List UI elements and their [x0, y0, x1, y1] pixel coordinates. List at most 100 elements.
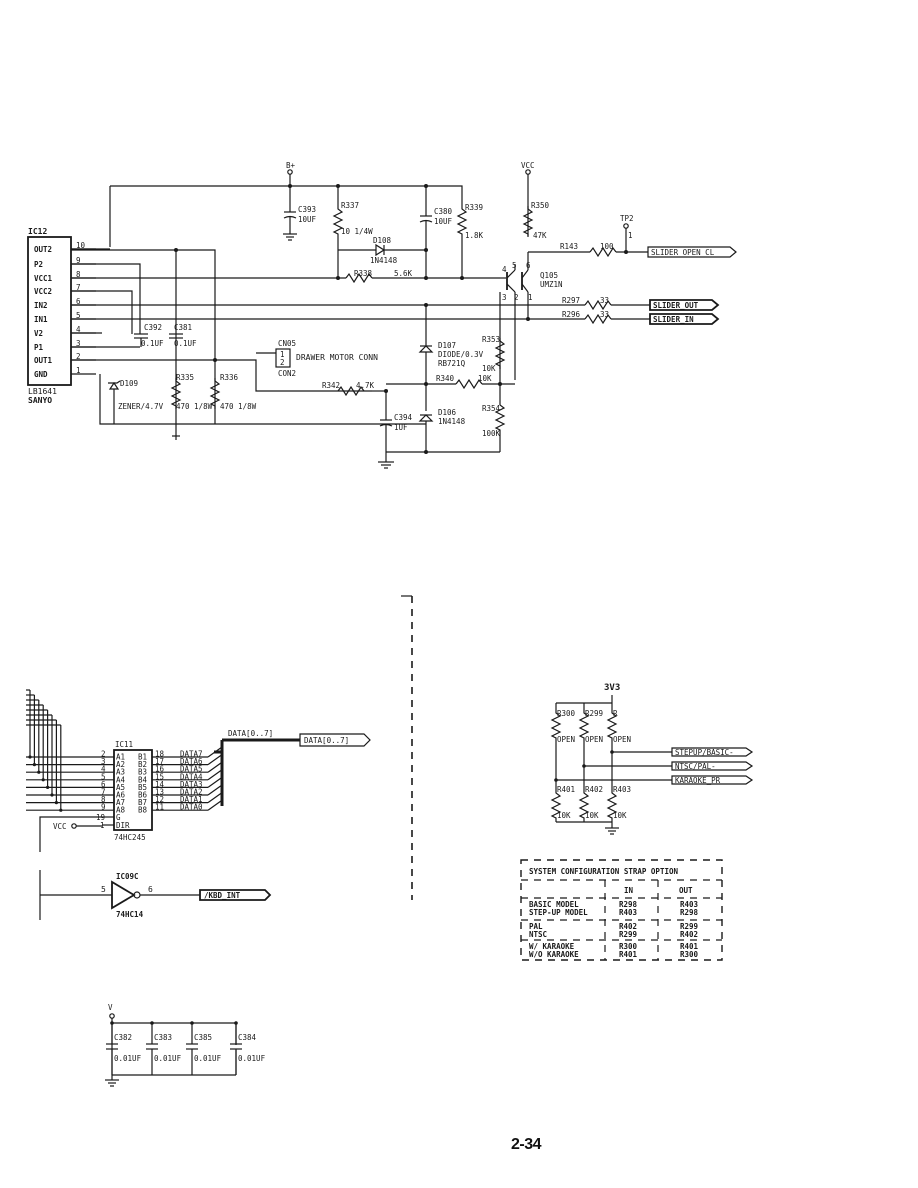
ic11-b-pin-name: B4 [138, 775, 148, 784]
strap-pulldown-ref: R402 [585, 785, 603, 794]
ic11-a-pin-number: 2 [101, 750, 106, 759]
ic12-pin-name: VCC1 [34, 274, 53, 283]
ic12-pin-number: 1 [76, 366, 81, 375]
c392-ref: C392 [144, 323, 162, 332]
bus-entry [207, 769, 223, 781]
bypass-cap-ref: C384 [238, 1033, 257, 1042]
ic12-maker: SANYO [28, 396, 52, 405]
bypass-cap-value: 0.01UF [238, 1054, 266, 1063]
slider-out-port: SLIDER_OUT [649, 299, 720, 311]
c394-ref: C394 [394, 413, 413, 422]
bypass-junction [150, 1021, 154, 1025]
r339-value: 1.8K [465, 231, 484, 240]
strap-pulldown-value: 10K [613, 811, 627, 820]
bypass-cap-ref: C383 [154, 1033, 172, 1042]
q105-ref: Q105 [540, 271, 558, 280]
bus-entry [207, 792, 223, 804]
ic11-a-pin-number: 4 [101, 765, 106, 774]
bypass-cap-ref: C385 [194, 1033, 212, 1042]
strap-signal-label: KARAOKE_PR [675, 776, 721, 785]
strap-row-label: STEP-UP MODEL [529, 908, 588, 917]
q105-pin-3: 3 [502, 293, 507, 302]
r339-ref: R339 [465, 203, 483, 212]
r354-value: 100K [482, 429, 501, 438]
ic09c-out-pin: 6 [148, 885, 153, 894]
ic11-b-pin-number: 14 [155, 780, 165, 789]
strap-table-header-in: IN [624, 886, 634, 895]
ic12-pin-name: GND [34, 370, 48, 379]
ic11-a-pin-number: 3 [101, 757, 106, 766]
bypass-cap-value: 0.01UF [154, 1054, 182, 1063]
strap-row-label: W/ KARAOKE [529, 942, 575, 951]
r337-value: 10 1/4W [341, 227, 373, 236]
r336-value: 470 1/8W [220, 402, 257, 411]
q105-pin-6: 6 [526, 261, 531, 270]
ic12-ref: IC12 [28, 227, 47, 236]
ic11-a-pin-number: 7 [101, 788, 106, 797]
c393-ref: C393 [298, 205, 316, 214]
r337-ref: R337 [341, 201, 359, 210]
bypass-rail-label: V [108, 1003, 113, 1012]
ic11-part: 74HC245 [114, 833, 146, 842]
d106-value: 1N4148 [438, 417, 466, 426]
c393-value: 10UF [298, 215, 317, 224]
d107-value: DIODE/0.3V [438, 350, 484, 359]
cn05-label: DRAWER MOTOR CONN [296, 353, 378, 362]
r342-ref: R342 [322, 381, 340, 390]
slider-open-cl-port: SLIDER_OPEN_CL [647, 246, 737, 258]
q105-pin-5: 5 [512, 261, 517, 270]
ic11-b-pin-number: 12 [155, 795, 164, 804]
ic11-a-pin-name: A3 [116, 768, 125, 777]
ic12-pin-name: V2 [34, 329, 43, 338]
r143-ref: R143 [560, 242, 578, 251]
ic11-data-net: DATA4 [180, 772, 203, 781]
data-bus-port: DATA[0..7] [299, 733, 371, 747]
bus-entry [207, 776, 223, 788]
strap-row-label: PAL [529, 922, 543, 931]
d107-ref: D107 [438, 341, 456, 350]
strap-row-out: R299 [680, 922, 699, 931]
ic11-a-pin-number: 8 [101, 795, 106, 804]
strap-option-table: SYSTEM CONFIGURATION STRAP OPTION IN OUT… [520, 859, 723, 961]
ic12-part: LB1641 [28, 387, 57, 396]
r296-ref: R296 [562, 310, 581, 319]
r340-ref: R340 [436, 374, 455, 383]
ic12-pin-number: 4 [76, 325, 81, 334]
ic11-a-pin-name: A1 [116, 753, 125, 762]
ic09c-in-pin: 5 [101, 885, 106, 894]
c381-value: 0.1UF [174, 339, 197, 348]
ic09c-inverter: 5 6 IC09C 74HC14 /KBD_INT [39, 870, 272, 920]
q105-pin-1: 1 [528, 293, 533, 302]
r336-ref: R336 [220, 373, 239, 382]
ic11-b-pin-number: 15 [155, 772, 164, 781]
rail-3v3-label: 3V3 [604, 683, 620, 693]
ic11-b-pin-name: B3 [138, 768, 147, 777]
q105-pin-2: 2 [514, 293, 519, 302]
ic11-b-pin-name: B1 [138, 753, 147, 762]
c380-ref: C380 [434, 207, 453, 216]
ic11-b-pin-name: B7 [138, 798, 147, 807]
cn05-pin-1: 1 [280, 350, 285, 359]
bus-entry [207, 784, 223, 796]
ic12-pin-name: P2 [34, 260, 43, 269]
c394-value: 1UF [394, 423, 408, 432]
strap-signal-label: STEPUP/BASIC- [675, 748, 734, 757]
ic11-a-pin-number: 6 [101, 780, 106, 789]
ic11-b-pin-name: B2 [138, 760, 147, 769]
bus-entry [207, 754, 223, 766]
bypass-cap-value: 0.01UF [114, 1054, 142, 1063]
strap-row-out: R402 [680, 930, 698, 939]
slider-out-label: SLIDER_OUT [653, 301, 699, 310]
strap-option-section: 3V3 R300OPENR299OPENROPENR40110KR40210KR… [520, 683, 754, 961]
bus-entry [207, 799, 223, 811]
strap-pullup-value: OPEN [585, 735, 603, 744]
ic12-pin-number: 5 [76, 311, 81, 320]
strap-row-out: R403 [680, 900, 699, 909]
ic11-a-pin-number: 5 [101, 772, 106, 781]
ic11-b-pin-number: 11 [155, 803, 164, 812]
c392-value: 0.1UF [141, 339, 164, 348]
ic12-pin-name: IN2 [34, 301, 48, 310]
r338-ref: R338 [354, 269, 373, 278]
